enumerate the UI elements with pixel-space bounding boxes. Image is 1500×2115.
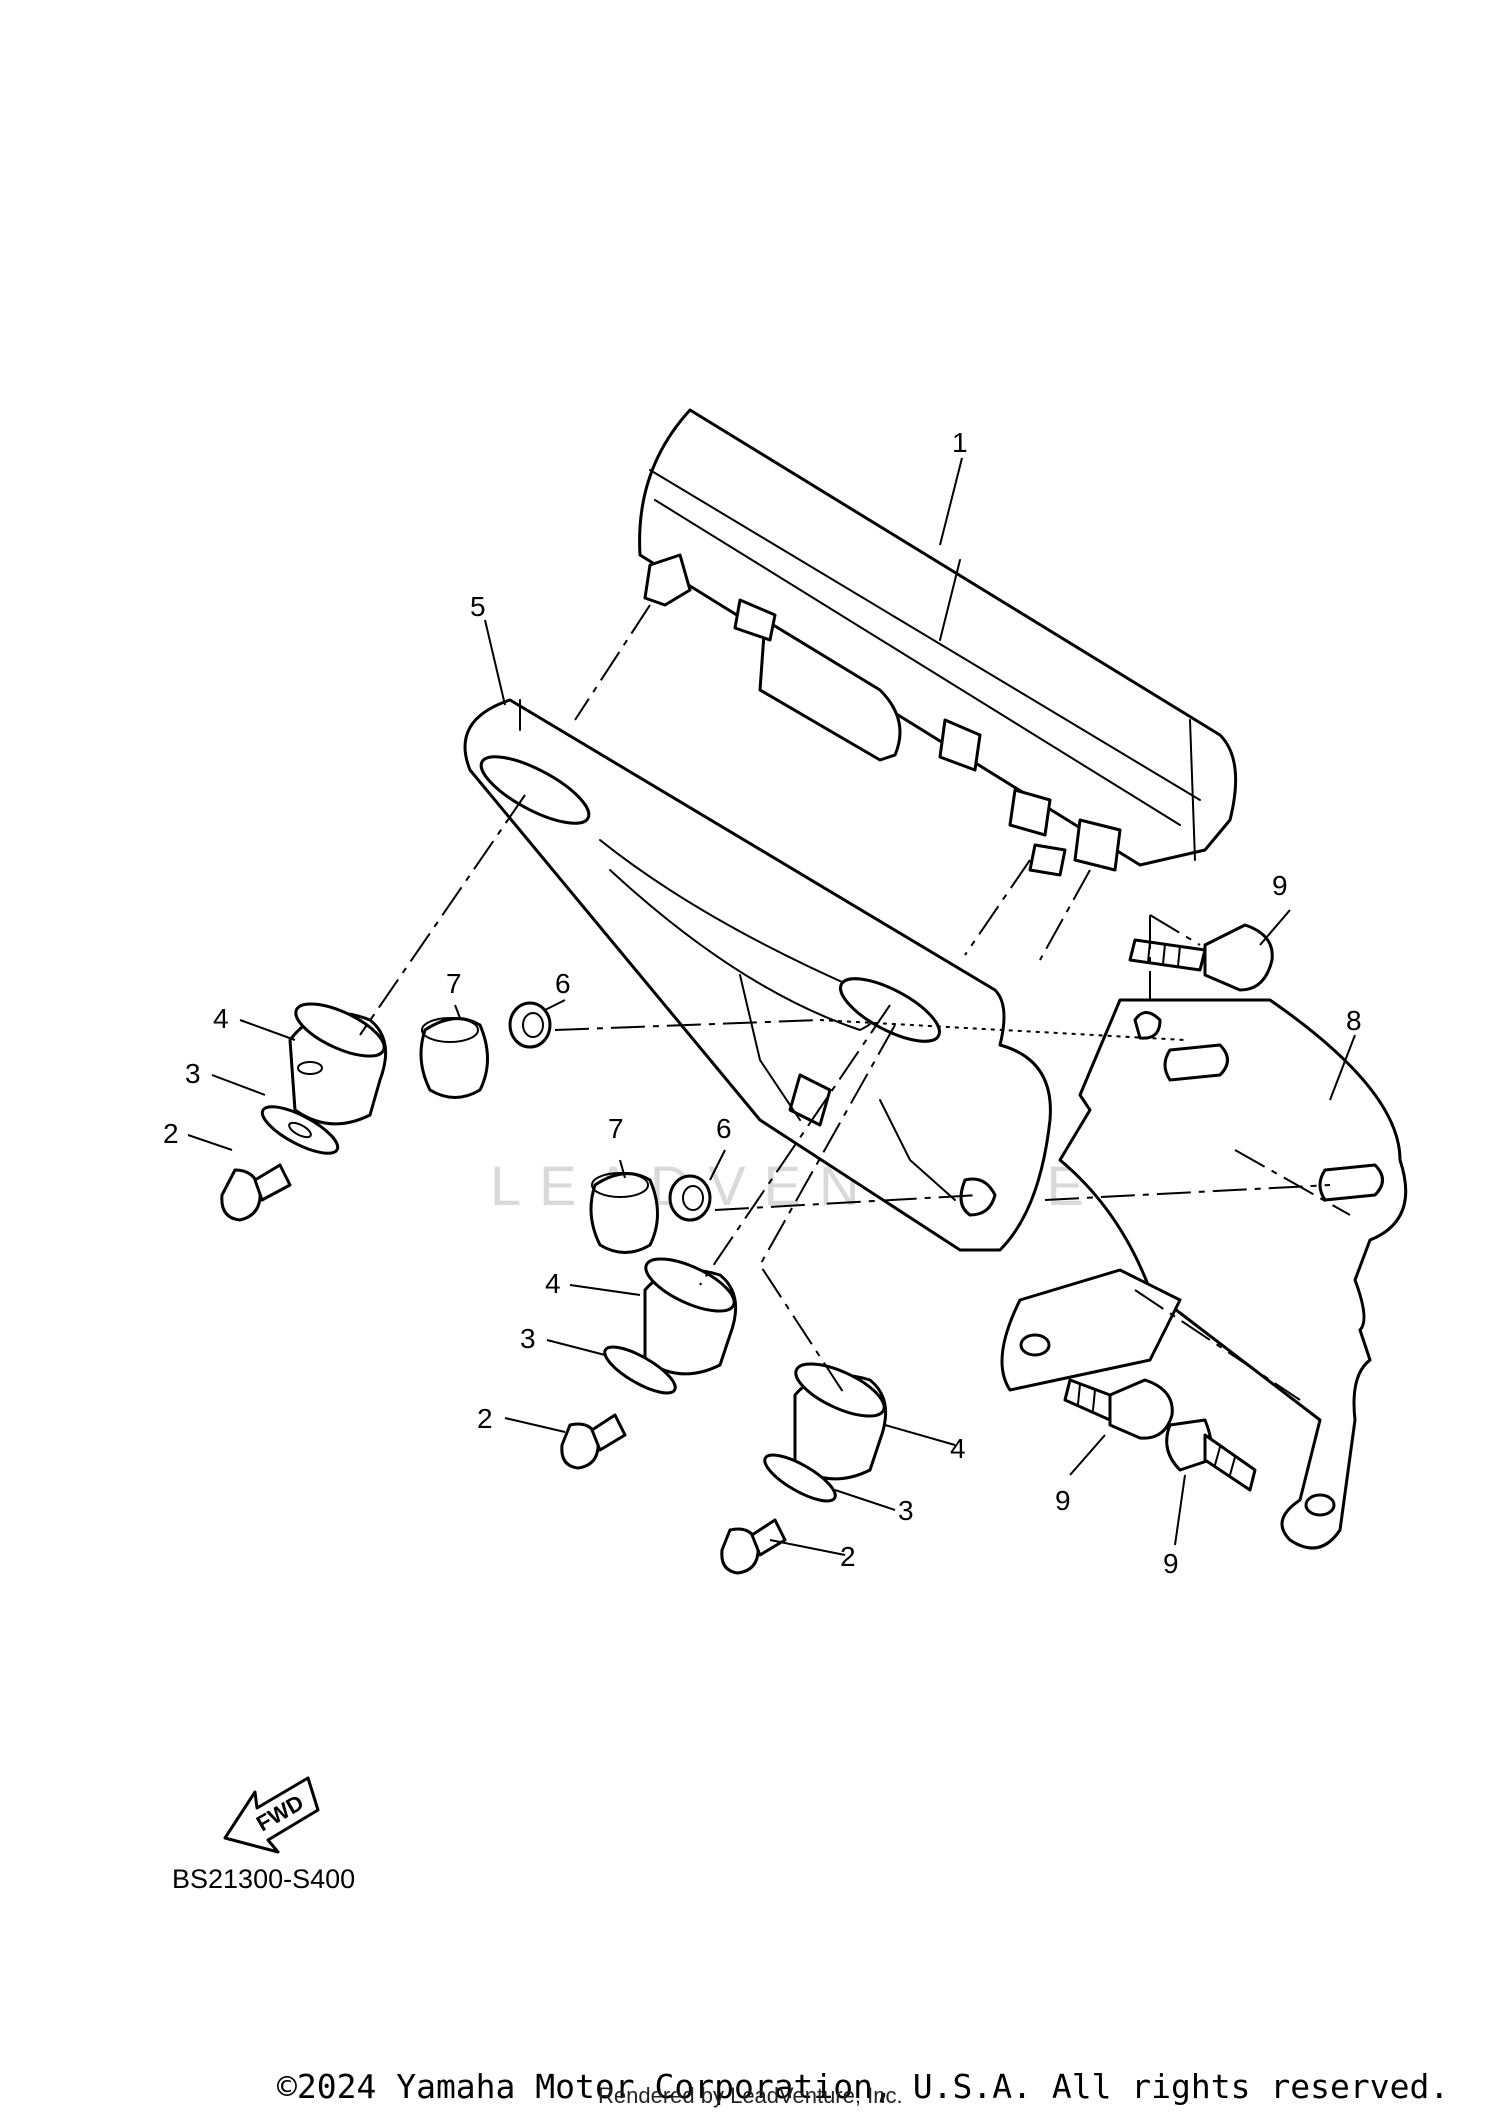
grommet-4-left bbox=[288, 1002, 388, 1126]
callout-6-lower: 6 bbox=[716, 1113, 732, 1144]
bracket bbox=[1000, 998, 1408, 1550]
bolt-9-lower-left bbox=[1063, 1378, 1174, 1440]
callout-7-upper: 7 bbox=[446, 968, 462, 999]
cap-7-upper bbox=[419, 1017, 489, 1099]
washer-3-right bbox=[763, 1453, 837, 1503]
collar-6-lower bbox=[668, 1174, 712, 1222]
callout-2-right: 2 bbox=[840, 1541, 856, 1572]
callout-labels: 1 2 2 2 3 3 3 4 4 4 5 6 6 7 7 8 9 9 9 bbox=[163, 427, 1362, 1579]
bolt-9-upper bbox=[1128, 923, 1274, 992]
callout-3-right: 3 bbox=[898, 1495, 914, 1526]
callout-9-lower-left: 9 bbox=[1055, 1485, 1071, 1516]
figure-code: BS21300-S400 bbox=[172, 1864, 355, 1894]
callout-7-lower: 7 bbox=[608, 1113, 624, 1144]
callout-5: 5 bbox=[470, 591, 486, 622]
washer-3-left bbox=[260, 1105, 340, 1155]
callout-3-left: 3 bbox=[185, 1058, 201, 1089]
bolt-2-left bbox=[220, 1163, 292, 1222]
callout-2-middle: 2 bbox=[477, 1403, 493, 1434]
bolt-2-right bbox=[720, 1518, 787, 1575]
callout-4-left: 4 bbox=[213, 1003, 229, 1034]
fwd-arrow: FWD bbox=[223, 1776, 320, 1854]
callout-6-upper: 6 bbox=[555, 968, 571, 999]
leader-lines bbox=[187, 457, 1356, 1556]
cap-7-lower bbox=[589, 1172, 659, 1254]
washer-3-middle bbox=[603, 1345, 677, 1395]
meter-assembly bbox=[638, 408, 1238, 877]
assembly-lines bbox=[359, 604, 1351, 1401]
callout-9-lower-right: 9 bbox=[1163, 1548, 1179, 1579]
callout-4-middle: 4 bbox=[545, 1268, 561, 1299]
copyright-notice: ©2024 Yamaha Motor Corporation, U.S.A. A… bbox=[277, 2067, 1449, 2106]
bolt-9-lower-right bbox=[1165, 1418, 1257, 1492]
callout-9-upper: 9 bbox=[1272, 870, 1288, 901]
callout-1: 1 bbox=[952, 427, 968, 458]
meter-holder bbox=[463, 698, 1052, 1252]
callout-2-left: 2 bbox=[163, 1118, 179, 1149]
callout-4-right: 4 bbox=[950, 1433, 966, 1464]
rendered-by-notice: Rendered by LeadVenture, Inc. bbox=[598, 2083, 903, 2108]
grommet-4-right bbox=[793, 1362, 888, 1481]
callout-3-middle: 3 bbox=[520, 1323, 536, 1354]
callout-8: 8 bbox=[1346, 1005, 1362, 1036]
collar-6-upper bbox=[508, 1001, 552, 1049]
bolt-2-middle bbox=[560, 1413, 627, 1470]
grommet-4-middle bbox=[643, 1257, 738, 1376]
